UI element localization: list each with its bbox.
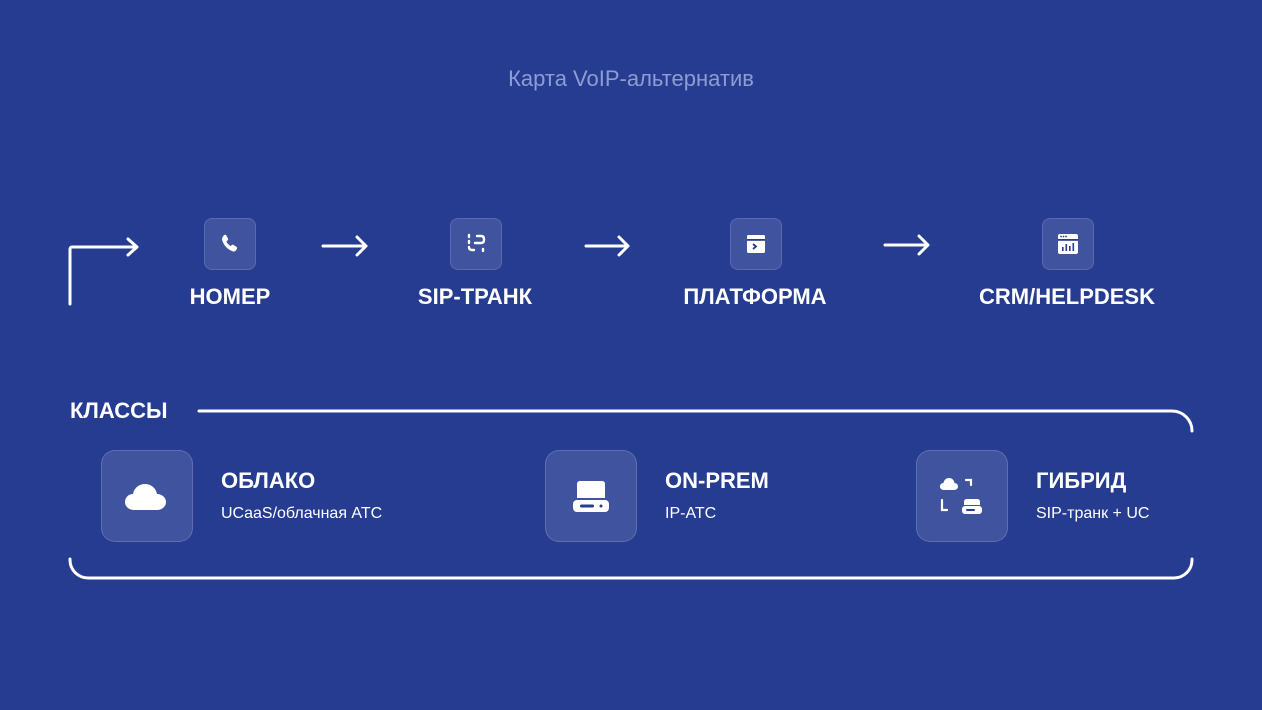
hybrid-icon <box>916 450 1008 542</box>
flow-arrow <box>321 234 930 257</box>
start-arrow <box>68 237 139 306</box>
classes-top-line <box>197 409 1194 433</box>
trunk-icon <box>450 218 502 270</box>
classes-bottom-bracket <box>68 557 1194 580</box>
dashboard-chart-icon <box>1042 218 1094 270</box>
class-subtitle: SIP-транк + UC <box>1036 505 1150 522</box>
page-title: Карта VoIP-альтернатив <box>508 66 754 91</box>
flow-step-label: НОМЕР <box>189 284 271 309</box>
classes-heading: КЛАССЫ <box>70 398 168 423</box>
flow-step-label: ПЛАТФОРМА <box>683 284 827 309</box>
class-subtitle: UCaaS/облачная АТС <box>221 505 383 522</box>
class-title: ОБЛАКО <box>221 468 316 493</box>
terminal-window-icon <box>730 218 782 270</box>
class-title: ГИБРИД <box>1036 468 1127 493</box>
class-subtitle: IP-АТС <box>665 505 717 522</box>
class-title: ON-PREM <box>665 468 769 493</box>
flow-step-label: CRM/HELPDESK <box>978 284 1155 309</box>
phone-icon <box>204 218 256 270</box>
flow-step-label: SIP-ТРАНК <box>417 284 533 309</box>
cloud-icon <box>101 450 193 542</box>
server-icon <box>545 450 637 542</box>
